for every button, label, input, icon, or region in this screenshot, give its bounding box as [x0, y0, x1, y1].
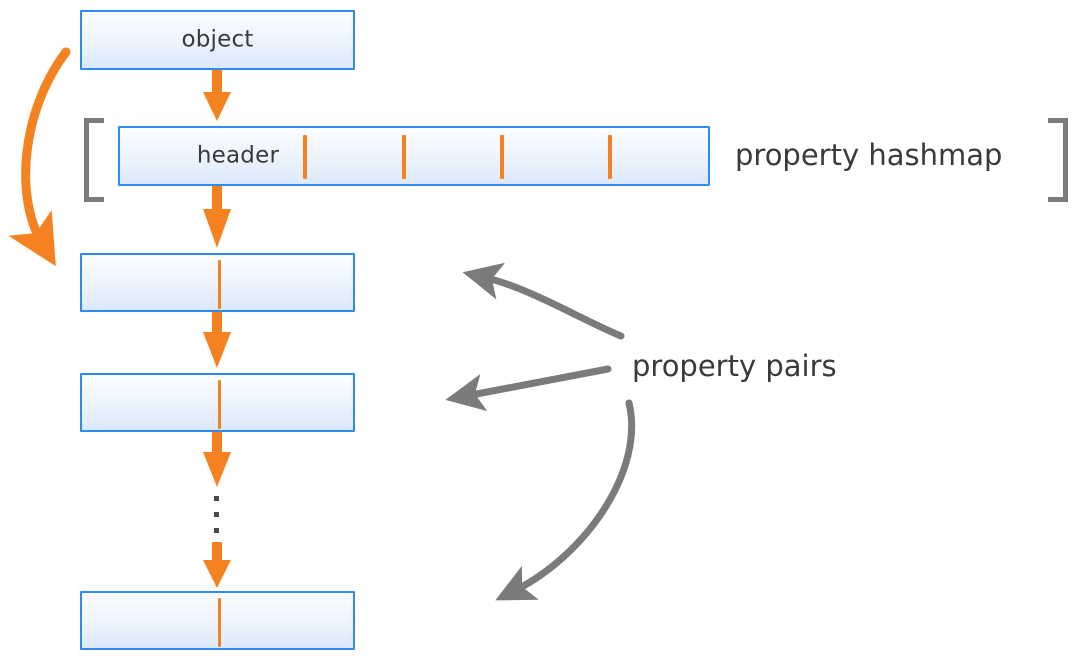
property-pair-box-2[interactable] — [80, 373, 355, 432]
pair-cell-divider — [218, 260, 221, 309]
arrow-pairs-label-to-pairn — [495, 399, 636, 601]
hashmap-bracket-left — [84, 118, 104, 202]
object-box-label: object — [181, 26, 254, 53]
hashmap-bracket-right — [1048, 118, 1068, 202]
arrow-object-to-pair1-curve — [8, 47, 71, 267]
arrow-pairs-label-to-pair2 — [445, 365, 612, 412]
pair-cell-divider — [218, 380, 221, 429]
arrow-pair1-to-pair2 — [203, 312, 231, 368]
ellipsis-dot — [214, 528, 219, 533]
hashmap-bucket-tick-1 — [303, 135, 307, 179]
property-pair-box-1[interactable] — [80, 253, 355, 312]
header-label: header — [196, 142, 280, 169]
arrow-pairs-label-to-pair1 — [462, 262, 625, 340]
property-hashmap-caption: property hashmap — [735, 138, 1003, 172]
arrow-object-to-header — [203, 70, 231, 121]
object-box[interactable]: object — [80, 10, 355, 70]
arrow-ellipsis-to-pairn — [203, 542, 231, 588]
ellipsis-dots — [214, 496, 219, 533]
hashmap-bucket-tick-3 — [500, 135, 504, 179]
arrow-pair2-to-ellipsis — [203, 432, 231, 487]
ellipsis-dot — [214, 496, 219, 501]
property-hashmap-bar[interactable]: header — [118, 126, 710, 186]
property-pairs-caption: property pairs — [632, 349, 837, 383]
property-pair-box-n[interactable] — [80, 591, 355, 650]
hashmap-bucket-tick-2 — [402, 135, 406, 179]
pair-cell-divider — [218, 598, 221, 647]
hashmap-bucket-tick-4 — [608, 135, 612, 179]
arrow-header-to-pair1 — [203, 186, 231, 248]
ellipsis-dot — [214, 512, 219, 517]
